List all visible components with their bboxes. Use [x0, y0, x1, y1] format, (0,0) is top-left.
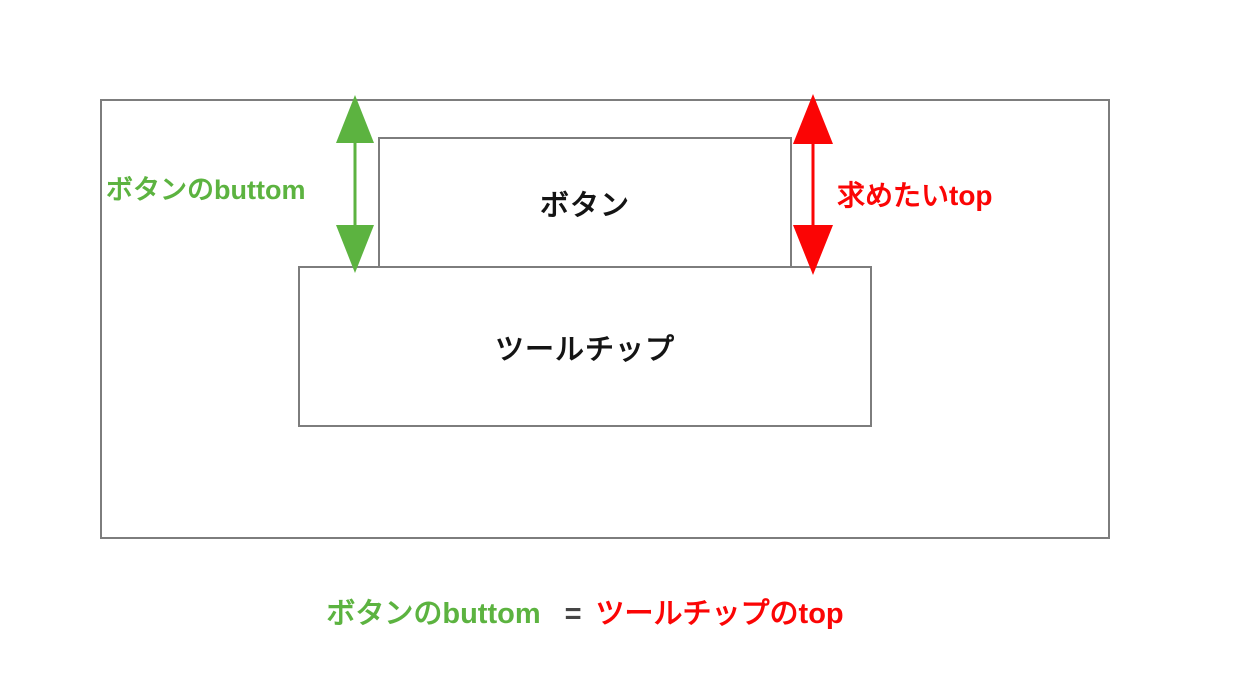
red-measure-label: 求めたいtop — [837, 180, 993, 211]
equation-equals-sign: = — [564, 598, 582, 630]
tooltip-box-label: ツールチップ — [494, 333, 675, 366]
button-box-label: ボタン — [539, 189, 630, 222]
green-measure-label: ボタンのbuttom — [106, 175, 306, 205]
equation-right-term: ツールチップのtop — [595, 598, 844, 630]
button-box: ボタン — [378, 137, 792, 268]
equation-left-term: ボタンのbuttom — [326, 598, 541, 630]
red-double-arrow-icon — [793, 94, 833, 275]
tooltip-box: ツールチップ — [298, 266, 872, 427]
green-double-arrow-icon — [336, 95, 374, 273]
equation: ボタンのbuttom = ツールチップのtop — [0, 590, 1170, 632]
